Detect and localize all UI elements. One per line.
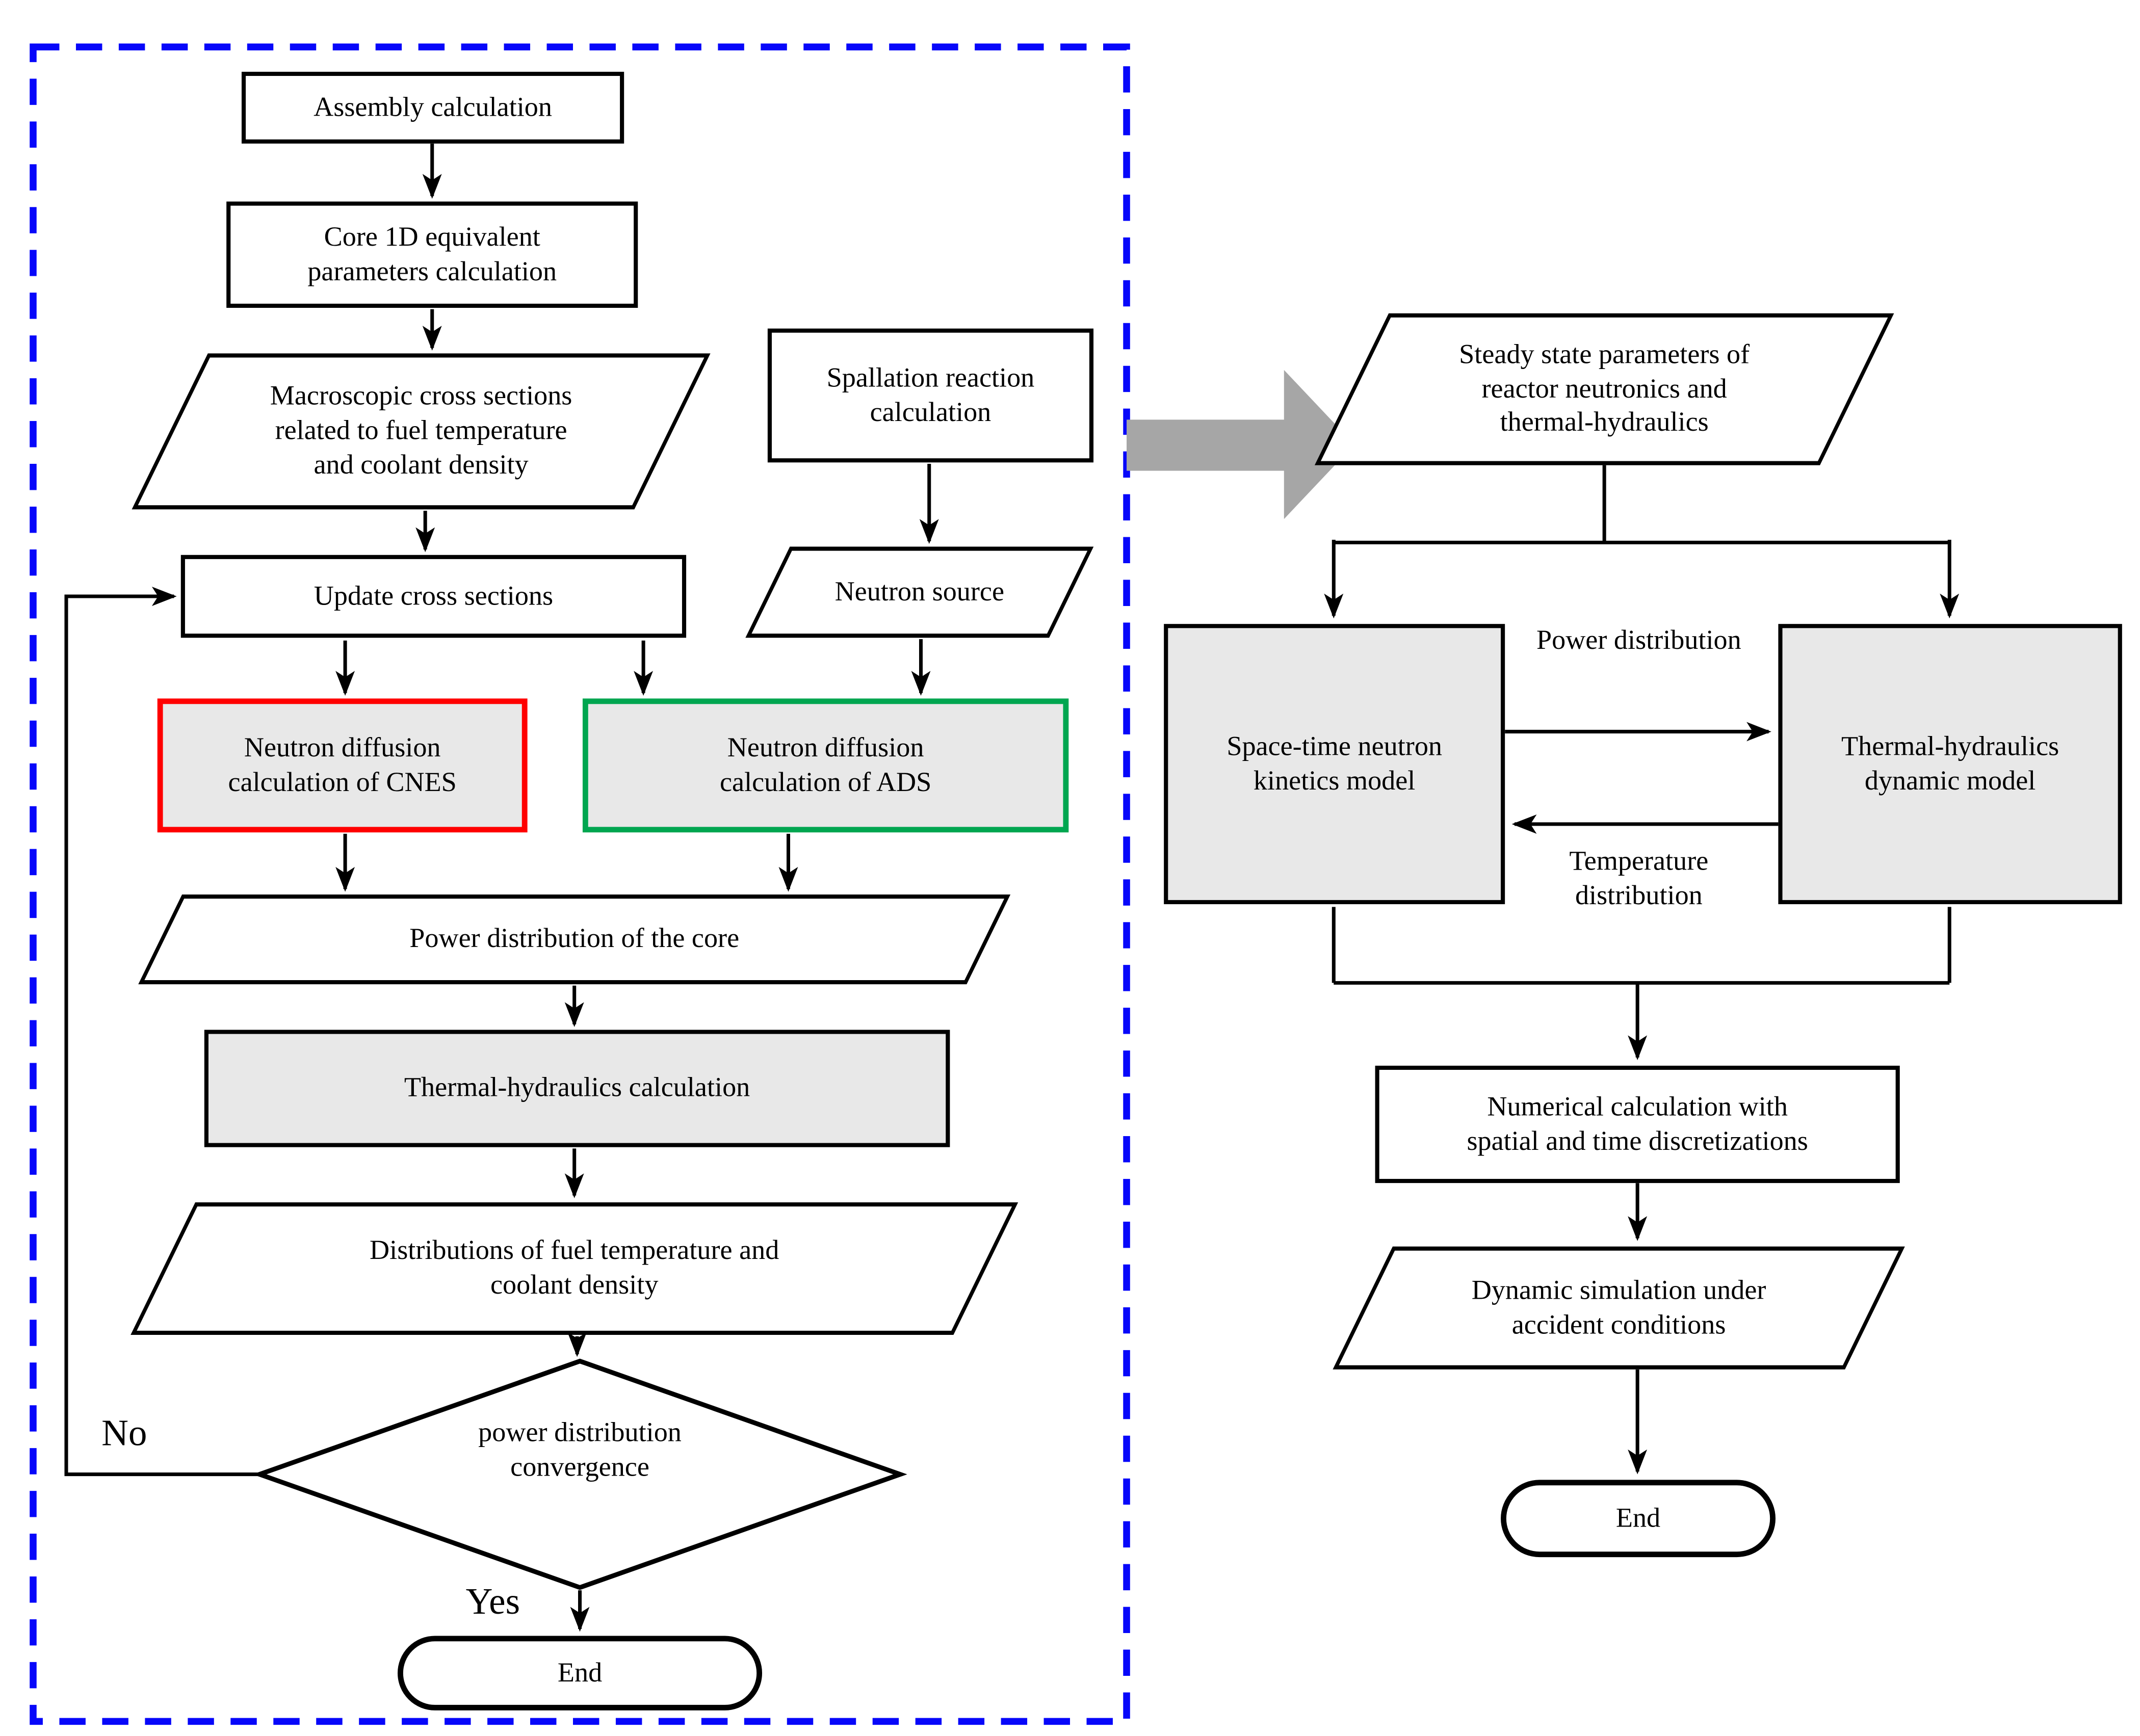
node-convergence-decision-label: power distribution convergence	[414, 1416, 746, 1485]
node-core-1d-parameters: Core 1D equivalent parameters calculatio…	[226, 201, 638, 308]
node-label: power distribution convergence	[478, 1417, 682, 1483]
node-label: Core 1D equivalent parameters calculatio…	[307, 222, 557, 286]
node-distributions-fuel-coolant: Distributions of fuel temperature and co…	[131, 1202, 1019, 1335]
node-label: Macroscopic cross sections related to fu…	[270, 381, 572, 481]
node-label: Neutron source	[834, 576, 1004, 607]
no-loop-connector	[64, 587, 260, 1477]
power-distribution-arrow-label: Power distribution	[1536, 625, 1741, 656]
node-label: Dynamic simulation under accident condit…	[1471, 1275, 1766, 1340]
node-neutron-diffusion-cnes: Neutron diffusion calculation of CNES	[157, 698, 528, 833]
node-dynamic-simulation: Dynamic simulation under accident condit…	[1333, 1246, 1906, 1370]
node-update-cross-sections: Update cross sections	[180, 555, 687, 638]
node-label: Distributions of fuel temperature and co…	[370, 1235, 779, 1301]
node-label: Steady state parameters of reactor neutr…	[1459, 339, 1750, 438]
no-branch-label: No	[101, 1412, 147, 1454]
node-neutron-diffusion-ads: Neutron diffusion calculation of ADS	[582, 698, 1069, 833]
node-thermal-hydraulics-dynamic-model: Thermal-hydraulics dynamic model	[1778, 624, 2122, 905]
node-label: Neutron diffusion calculation of ADS	[720, 732, 932, 798]
node-label: Neutron diffusion calculation of CNES	[228, 732, 457, 798]
node-label: Spallation reaction calculation	[826, 362, 1035, 428]
node-label: Thermal-hydraulics dynamic model	[1841, 731, 2059, 796]
steady-state-procedure-dashed-border	[30, 43, 1130, 1725]
node-end-left: End	[398, 1636, 763, 1711]
convergence-diamond-shape	[252, 1358, 907, 1590]
node-space-time-kinetics-model: Space-time neutron kinetics model	[1164, 624, 1505, 905]
node-spallation-reaction: Spallation reaction calculation	[767, 328, 1094, 463]
node-thermal-hydraulics-calculation: Thermal-hydraulics calculation	[204, 1030, 950, 1147]
node-label: Assembly calculation	[314, 92, 552, 122]
node-label: Space-time neutron kinetics model	[1226, 731, 1443, 796]
node-steady-state-parameters: Steady state parameters of reactor neutr…	[1314, 313, 1894, 465]
node-label: End	[1615, 1503, 1661, 1533]
node-power-distribution-core: Power distribution of the core	[138, 895, 1011, 985]
node-label: Thermal-hydraulics calculation	[404, 1072, 750, 1103]
yes-branch-label: Yes	[465, 1581, 520, 1622]
node-label: Update cross sections	[314, 581, 554, 611]
node-neutron-source: Neutron source	[745, 546, 1094, 638]
node-end-right: End	[1501, 1480, 1776, 1558]
transfer-arrow-icon	[1127, 370, 1354, 519]
node-label: Power distribution of the core	[409, 924, 740, 954]
node-label: End	[557, 1657, 603, 1688]
node-assembly-calculation: Assembly calculation	[241, 71, 624, 144]
node-numerical-calculation: Numerical calculation with spatial and t…	[1375, 1065, 1900, 1183]
node-label: Numerical calculation with spatial and t…	[1467, 1091, 1808, 1156]
node-macroscopic-cross-sections: Macroscopic cross sections related to fu…	[131, 353, 711, 510]
temperature-distribution-arrow-label: Temperature distribution	[1569, 846, 1709, 911]
